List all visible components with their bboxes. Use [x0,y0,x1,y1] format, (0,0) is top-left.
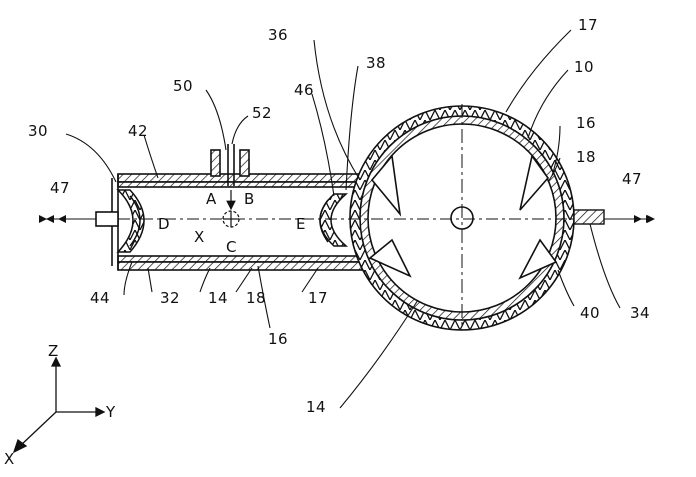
label-44: 44 [90,289,110,307]
label-18-right: 18 [576,148,596,166]
point-B: B [244,190,255,208]
point-labels: A B C D E X [158,190,306,256]
right-mirror-46 [319,193,349,247]
point-E: E [296,215,306,233]
label-16-bottom: 16 [268,330,288,348]
right-outlet-34 [573,209,605,225]
label-18-bottom: 18 [246,289,266,307]
horizontal-tube [95,173,363,271]
right-arrow-head-2 [634,215,642,223]
label-14-tube: 14 [208,289,228,307]
axis-y-label: Y [105,403,116,421]
label-14-sphere: 14 [306,398,326,416]
axis-z-label: Z [48,342,59,360]
label-42: 42 [128,122,148,140]
label-38: 38 [366,54,386,72]
label-40: 40 [580,304,600,322]
label-34: 34 [630,304,650,322]
label-36: 36 [268,26,288,44]
point-A: A [206,190,217,208]
axis-x-label: X [4,450,15,468]
point-D: D [158,215,170,233]
label-47-left: 47 [50,179,70,197]
right-arrow-head [646,215,654,223]
leader-lines [65,29,621,409]
label-10: 10 [574,58,594,76]
label-30: 30 [28,122,48,140]
label-16-right: 16 [576,114,596,132]
label-47-right: 47 [622,170,642,188]
label-32: 32 [160,289,180,307]
label-17-bottom: 17 [308,289,328,307]
point-X: X [194,228,205,246]
left-arrow-head [46,215,54,223]
left-arrow-head-2 [58,215,66,223]
label-52: 52 [252,104,272,122]
point-C: C [226,238,237,256]
left-mirror-44 [116,189,145,253]
focal-point [222,190,240,228]
label-50: 50 [173,77,193,95]
label-17-top: 17 [578,16,598,34]
axis-triad [12,356,106,454]
label-46: 46 [294,81,314,99]
reference-labels: 17 10 36 38 46 50 52 30 42 16 18 47 47 4… [28,16,650,416]
top-inlet-port [210,144,250,186]
